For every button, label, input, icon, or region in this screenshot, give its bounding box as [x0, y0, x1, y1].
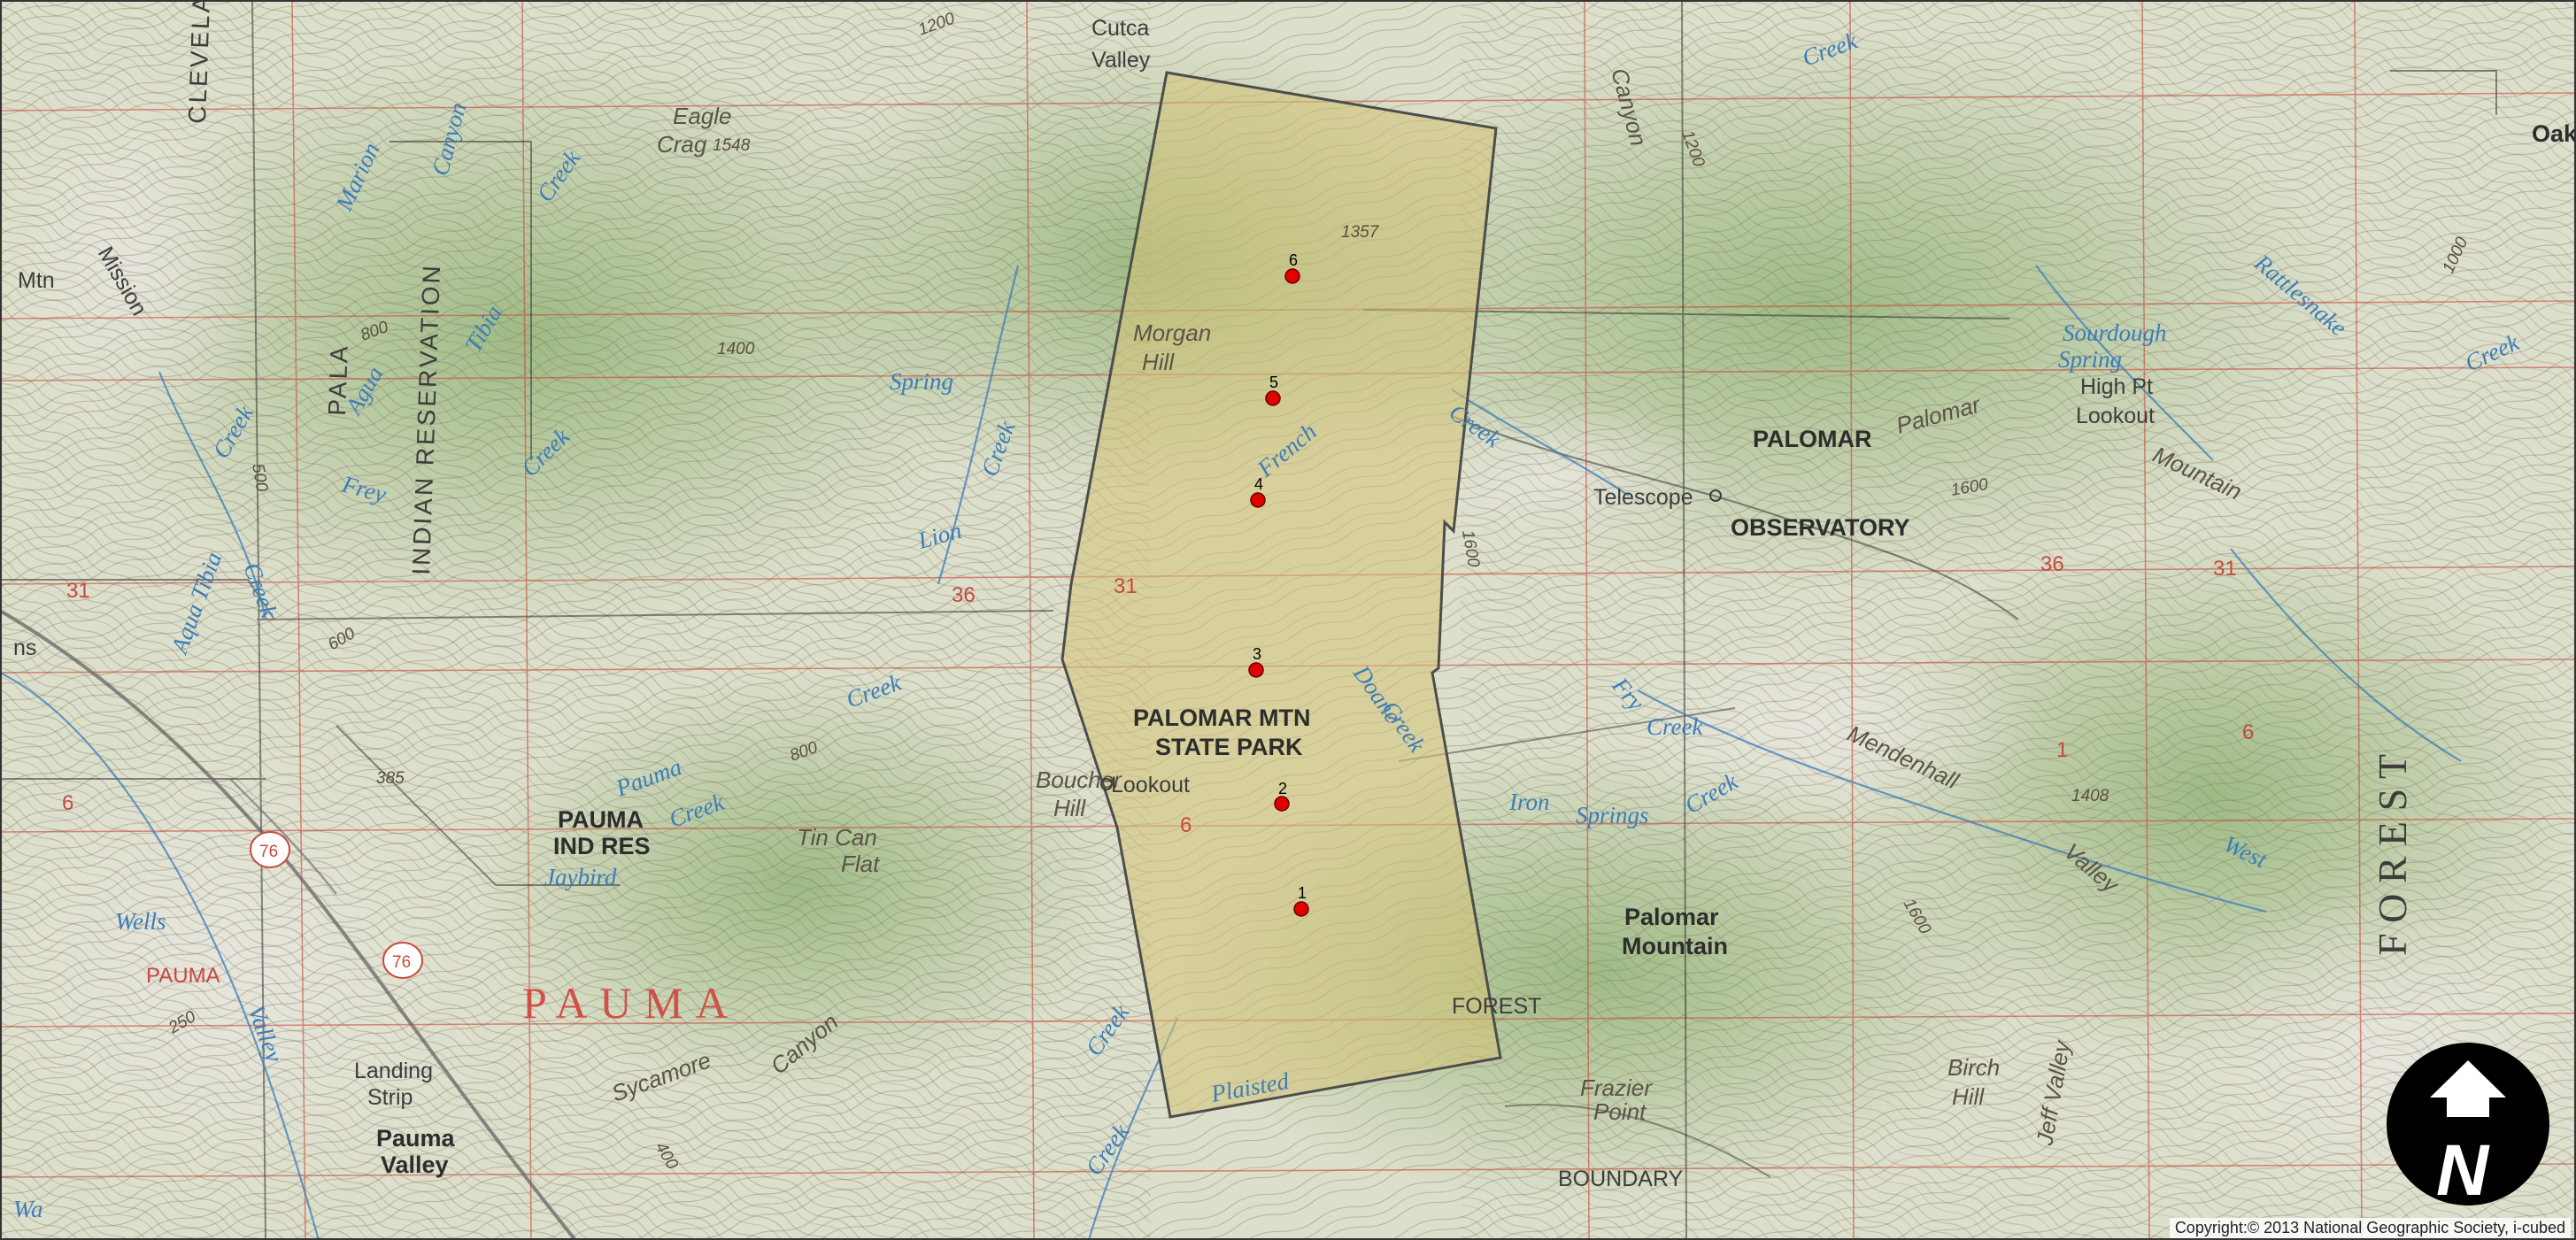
label-frazier: Frazier	[1580, 1074, 1653, 1101]
label-birch: Birch	[1947, 1054, 2000, 1081]
label-sourdough: Sourdough	[2063, 320, 2167, 346]
label-ns: ns	[13, 635, 36, 660]
label-lookout: Lookout	[1111, 773, 1190, 797]
label-morgan: Morgan	[1133, 320, 1211, 346]
label-landing: Landing	[354, 1059, 433, 1083]
label-sec-31a: 31	[66, 579, 90, 603]
label-pauma-valley-2: Valley	[381, 1151, 449, 1178]
label-jaybird: Jaybird	[544, 864, 617, 890]
copyright-attribution: Copyright:© 2013 National Geographic Soc…	[2169, 1218, 2571, 1238]
label-elev-1357: 1357	[1341, 223, 1380, 242]
label-crag: Crag	[657, 131, 707, 158]
label-sec-36a: 36	[952, 583, 976, 607]
label-birch-hill: Hill	[1952, 1083, 1985, 1110]
label-palomar-mountain-2: Mountain	[1622, 933, 1728, 959]
label-sec-6a: 6	[62, 791, 73, 815]
telescope-icon	[1709, 489, 1722, 502]
label-elev-385: 385	[376, 769, 405, 788]
label-sourdough-spring: Spring	[2058, 346, 2122, 373]
highway-76a-label: 76	[259, 843, 278, 861]
label-wells: Wells	[115, 908, 166, 935]
label-sec-6b: 6	[1180, 813, 1192, 837]
label-morgan-hill: Hill	[1142, 349, 1175, 375]
label-sec-1: 1	[2056, 738, 2068, 762]
sample-point-4-label: 4	[1254, 475, 1263, 493]
roads	[0, 414, 2019, 1240]
contour-lines-east	[1461, 0, 2576, 1240]
highway-76b-label: 76	[392, 953, 411, 972]
label-forest-small: FOREST	[1452, 994, 1541, 1019]
label-high-pt-lookout: Lookout	[2076, 404, 2155, 428]
sample-points: 1 2 3 4 5 6	[1248, 251, 1309, 917]
north-arrow: N	[2387, 1043, 2549, 1211]
contour-lines-west	[0, 0, 1151, 1240]
label-pauma-valley: Pauma	[376, 1125, 456, 1151]
label-telescope: Telescope	[1593, 485, 1693, 510]
label-boundary: BOUNDARY	[1558, 1167, 1684, 1191]
label-sec-36b: 36	[2040, 552, 2064, 576]
study-area-polygon[interactable]	[1060, 71, 1502, 1119]
label-tin-can-flat: Flat	[841, 851, 881, 877]
label-ind-res: IND RES	[553, 833, 651, 859]
label-frazier-point: Point	[1593, 1098, 1647, 1125]
label-state-park: STATE PARK	[1155, 734, 1303, 760]
label-oak: Oak	[2532, 120, 2576, 147]
label-sec-6c: 6	[2242, 720, 2254, 744]
label-cutca: Cutca	[1091, 16, 1149, 41]
sample-point-4[interactable]: 4	[1250, 475, 1266, 508]
sample-point-3[interactable]: 3	[1248, 645, 1264, 678]
label-pauma-region: PAUMA	[522, 978, 740, 1028]
label-spring: Spring	[890, 368, 953, 395]
label-palomar-mountain: Palomar	[1624, 904, 1719, 930]
label-fry-creek: Creek	[1647, 713, 1703, 740]
north-arrow-letter: N	[2436, 1130, 2490, 1211]
sample-point-2[interactable]: 2	[1274, 780, 1290, 812]
label-landing-strip: Strip	[367, 1085, 413, 1110]
label-sec-31b: 31	[1114, 574, 1138, 598]
label-elev-1400: 1400	[717, 340, 755, 358]
label-iron: Iron	[1508, 789, 1550, 815]
label-eagle: Eagle	[673, 103, 732, 129]
label-pauma-upper: PAUMA	[146, 964, 220, 988]
label-pala: PALA	[323, 343, 353, 417]
label-cutca-valley: Valley	[1091, 48, 1151, 73]
sample-point-6[interactable]: 6	[1284, 251, 1300, 284]
label-mtn: Mtn	[18, 268, 55, 293]
label-elev-1408: 1408	[2071, 787, 2109, 805]
label-wa: Wa	[13, 1196, 43, 1222]
lookout-icon	[1100, 778, 1113, 790]
sample-point-3-label: 3	[1253, 645, 1261, 663]
label-pauma-ind: PAUMA	[558, 806, 644, 833]
label-eagle-elev: 1548	[713, 136, 751, 155]
label-observatory: OBSERVATORY	[1731, 514, 1910, 541]
sample-point-1-label: 1	[1298, 884, 1307, 902]
label-forest-big: F O R E S T	[2370, 754, 2415, 956]
label-palomar-mtn: PALOMAR MTN	[1133, 705, 1310, 731]
sample-point-5-label: 5	[1269, 374, 1278, 391]
label-palomar: PALOMAR	[1753, 426, 1872, 452]
label-tin-can: Tin Can	[797, 824, 877, 851]
sample-point-2-label: 2	[1278, 780, 1287, 797]
label-boucher-hill: Hill	[1053, 795, 1086, 821]
label-high-pt: High Pt	[2080, 374, 2153, 399]
label-springs: Springs	[1576, 802, 1649, 828]
sample-point-6-label: 6	[1289, 251, 1298, 269]
label-sec-31c: 31	[2213, 557, 2237, 581]
creeks	[0, 265, 2462, 1240]
sample-point-5[interactable]: 5	[1265, 374, 1281, 406]
sample-point-1[interactable]: 1	[1293, 884, 1309, 917]
label-cleveland: CLEVELAND	[183, 0, 217, 124]
highway-76-shield-2: 76	[382, 942, 423, 979]
highway-76-shield-1: 76	[250, 831, 290, 868]
